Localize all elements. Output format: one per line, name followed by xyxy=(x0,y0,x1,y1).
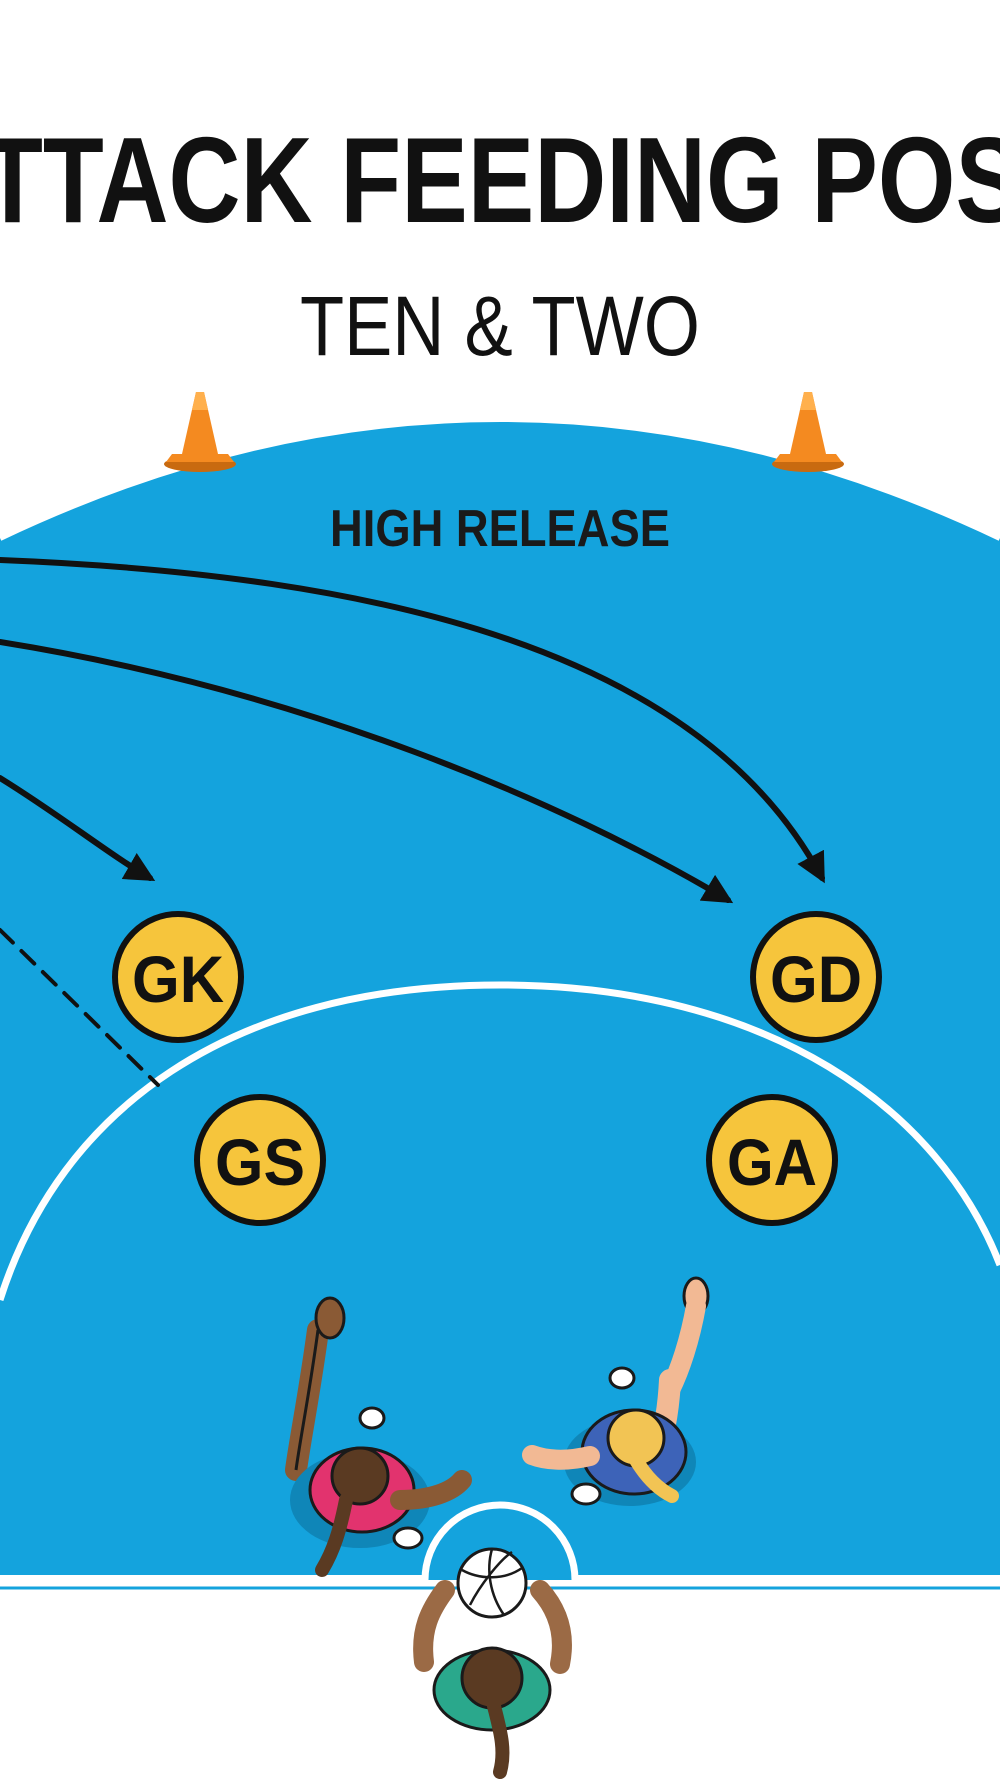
diagram-title: TTACK FEEDING POS xyxy=(0,112,1000,248)
player-figure-icon xyxy=(285,1296,472,1577)
position-label: GS xyxy=(215,1125,305,1199)
player-figure-icon xyxy=(413,1580,572,1779)
position-label: GD xyxy=(770,942,862,1016)
court-surface xyxy=(0,419,1000,1580)
outer-arc-line xyxy=(0,416,1000,541)
pass-arrows xyxy=(0,557,825,1087)
netball-icon xyxy=(456,1547,528,1619)
cone-icon xyxy=(164,392,236,472)
restraining-semicircle xyxy=(421,1501,579,1581)
diagram-subtitle: TEN & TWO xyxy=(300,279,700,373)
position-label: GA xyxy=(727,1125,817,1199)
arrow-icon xyxy=(0,639,734,904)
zone-label-high-release: HIGH RELEASE xyxy=(330,500,670,558)
arrow-icon xyxy=(0,775,156,881)
position-marker-gd: GD xyxy=(750,911,882,1043)
player-figure-icon xyxy=(522,1276,710,1506)
position-marker-gk: GK xyxy=(112,911,244,1043)
cone-icon xyxy=(772,392,844,472)
shooting-circle-line xyxy=(0,981,1000,1302)
pass-dashed-line xyxy=(0,928,160,1087)
position-marker-gs: GS xyxy=(194,1094,326,1226)
arrow-icon xyxy=(0,557,825,884)
position-marker-ga: GA xyxy=(706,1094,838,1226)
position-label: GK xyxy=(132,942,224,1016)
